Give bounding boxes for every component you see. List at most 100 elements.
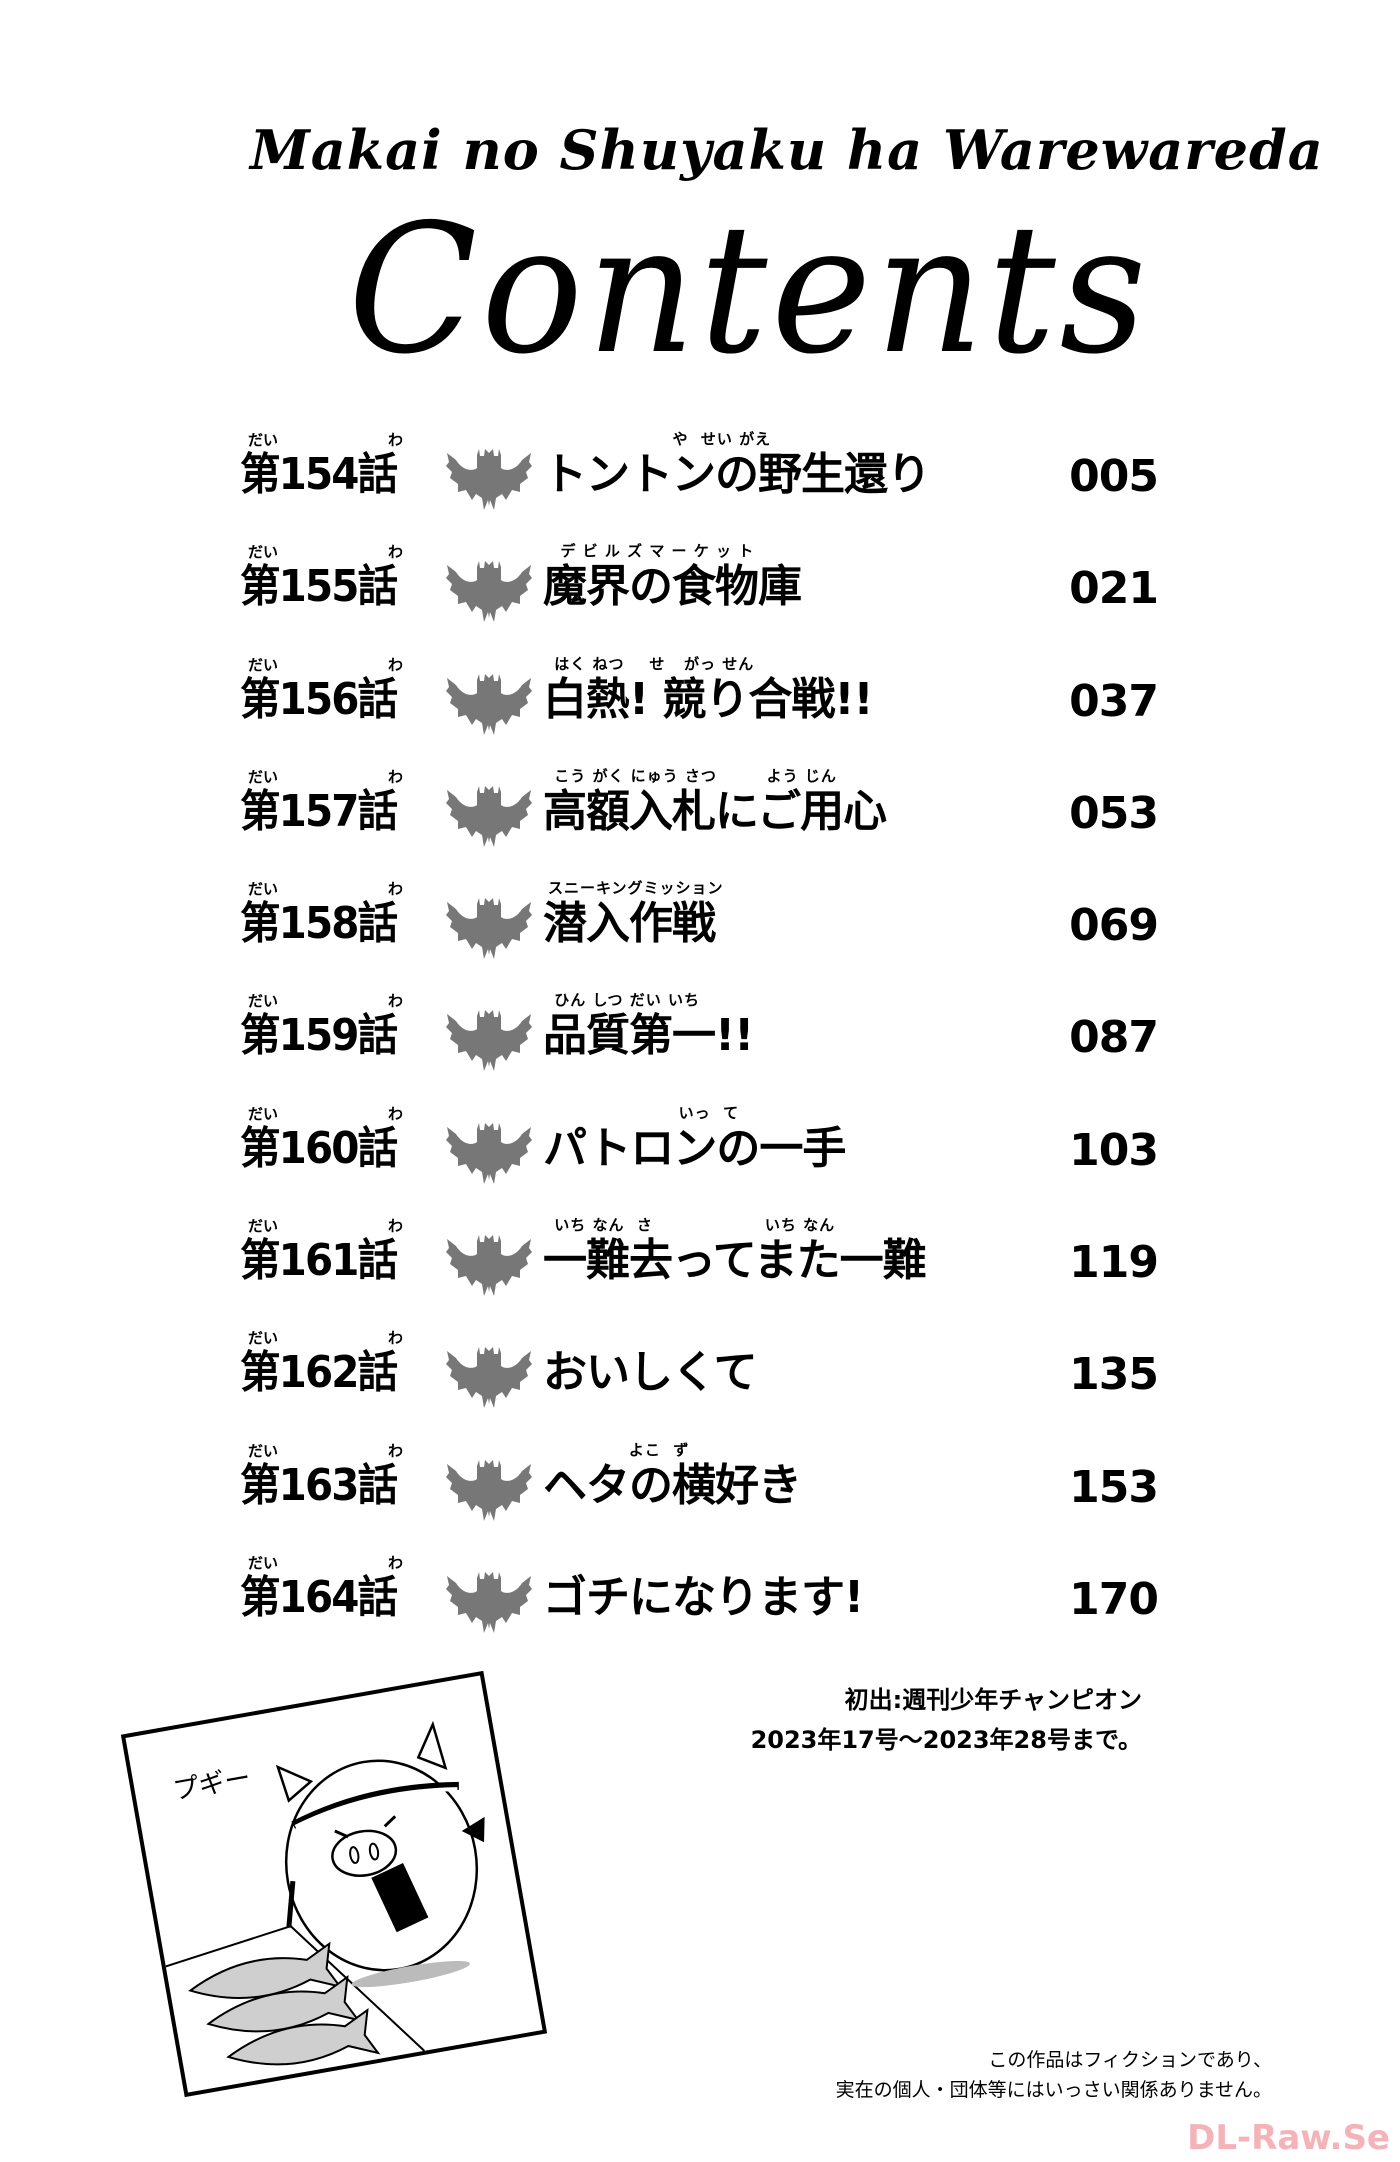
toc-entry[interactable]: だい わ 第154話 や せい がえ トントンの野生還り 005 bbox=[238, 420, 1159, 532]
chapter-suffix-ruby: わ bbox=[388, 1553, 404, 1572]
chapter-title: 潜入作戦 bbox=[543, 898, 716, 950]
toc-entry[interactable]: だい わ 第163話 よこ ず ヘタの横好き 153 bbox=[238, 1431, 1159, 1543]
page-number: 103 bbox=[1069, 1124, 1159, 1176]
page-number: 135 bbox=[1069, 1349, 1159, 1401]
bat-icon bbox=[446, 1459, 532, 1521]
chapter-prefix-ruby: だい bbox=[248, 767, 279, 786]
title-ruby: や せい がえ bbox=[548, 430, 772, 448]
chapter-title: トントンの野生還り bbox=[543, 449, 931, 500]
chapter-title: 一難去ってまた一難 bbox=[543, 1235, 927, 1287]
toc-entry[interactable]: だい わ 第158話 スニーキングミッション 潜入作戦 069 bbox=[238, 869, 1159, 981]
bat-icon bbox=[446, 1571, 532, 1633]
title-ruby: よこ ず bbox=[548, 1440, 690, 1459]
chapter-suffix-ruby: わ bbox=[388, 767, 404, 786]
chapter-number: 第158話 bbox=[240, 898, 398, 950]
page-number: 005 bbox=[1069, 451, 1159, 502]
toc-entry[interactable]: だい わ 第164話 ゴチになります! 170 bbox=[238, 1543, 1159, 1655]
chapter-title: 白熱! 競り合戦!! bbox=[543, 673, 874, 725]
watermark: DL-Raw.Se bbox=[1187, 2118, 1390, 2158]
page-number: 021 bbox=[1069, 563, 1159, 615]
page-number: 153 bbox=[1069, 1461, 1159, 1513]
fiction-disclaimer: この作品はフィクションであり、 実在の個人・団体等にはいっさい関係ありません。 bbox=[836, 2045, 1272, 2105]
title-ruby: いっ て bbox=[548, 1103, 740, 1122]
chapter-suffix-ruby: わ bbox=[388, 543, 404, 562]
toc-entry[interactable]: だい わ 第155話 デ ビ ル ズ マ ー ケ ッ ト 魔界の食物庫 021 bbox=[238, 532, 1159, 644]
chapter-number: 第164話 bbox=[240, 1571, 398, 1623]
pig-icon bbox=[275, 1720, 485, 1988]
chapter-prefix-ruby: だい bbox=[248, 1329, 279, 1348]
chapter-title: パトロンの一手 bbox=[543, 1122, 846, 1174]
title-ruby: はく ねつ せ がっ せん bbox=[548, 654, 755, 673]
toc-entry[interactable]: だい わ 第162話 おいしくて 135 bbox=[238, 1318, 1159, 1430]
disclaimer-line2: 実在の個人・団体等にはいっさい関係ありません。 bbox=[835, 2079, 1272, 2101]
toc-entry[interactable]: だい わ 第161話 いち なん さ いち なん 一難去ってまた一難 119 bbox=[238, 1206, 1159, 1318]
chapter-prefix-ruby: だい bbox=[248, 1104, 279, 1123]
chapter-suffix-ruby: わ bbox=[388, 992, 404, 1011]
page-number: 053 bbox=[1069, 787, 1159, 839]
chapter-suffix-ruby: わ bbox=[388, 1104, 404, 1123]
chapter-suffix-ruby: わ bbox=[388, 655, 404, 674]
chapter-title: 品質第一!! bbox=[543, 1010, 754, 1062]
chapter-prefix-ruby: だい bbox=[248, 1217, 279, 1236]
first-publication-line1: 初出:週刊少年チャンピオン bbox=[844, 1686, 1142, 1714]
title-ruby: デ ビ ル ズ マ ー ケ ッ ト bbox=[548, 542, 755, 561]
title-ruby: スニーキングミッション bbox=[548, 879, 724, 898]
chapter-prefix-ruby: だい bbox=[248, 1441, 279, 1460]
title-ruby: ひん しつ だい いち bbox=[548, 991, 700, 1010]
toc-entry[interactable]: だい わ 第160話 いっ て パトロンの一手 103 bbox=[238, 1094, 1159, 1206]
fish-icon bbox=[188, 1941, 381, 2066]
bat-icon bbox=[446, 449, 532, 510]
series-subtitle: Makai no Shuyaku ha Warewareda bbox=[250, 118, 1324, 182]
chapter-number: 第161話 bbox=[240, 1235, 398, 1287]
bat-icon bbox=[446, 673, 532, 735]
chapter-number: 第163話 bbox=[240, 1459, 398, 1511]
chapter-number: 第162話 bbox=[240, 1347, 398, 1399]
bat-icon bbox=[446, 785, 532, 847]
chapter-prefix-ruby: だい bbox=[248, 1553, 279, 1572]
page-number: 119 bbox=[1069, 1237, 1159, 1289]
chapter-suffix-ruby: わ bbox=[388, 1329, 404, 1348]
bat-icon bbox=[446, 898, 532, 960]
chapter-prefix-ruby: だい bbox=[248, 543, 279, 562]
chapter-title: ヘタの横好き bbox=[543, 1459, 802, 1511]
first-publication-note: 初出:週刊少年チャンピオン 2023年17号～2023年28号まで。 bbox=[751, 1680, 1142, 1760]
bat-icon bbox=[446, 1010, 532, 1072]
bat-icon bbox=[446, 561, 532, 623]
pig-and-fish-drawing bbox=[165, 1720, 485, 2066]
chapter-title: 高額入札にご用心 bbox=[543, 785, 887, 837]
chapter-suffix-ruby: わ bbox=[388, 880, 404, 899]
page-number: 170 bbox=[1069, 1573, 1159, 1625]
chapter-suffix-ruby: わ bbox=[388, 1217, 404, 1236]
bat-icon bbox=[446, 1122, 532, 1184]
page-number: 037 bbox=[1069, 675, 1159, 727]
page-number: 069 bbox=[1069, 900, 1159, 952]
contents-heading: Contents bbox=[348, 186, 1151, 393]
toc-entry[interactable]: だい わ 第157話 こう がく にゅう さつ よう じん 高額入札にご用心 0… bbox=[238, 757, 1159, 869]
illustration-panel: プギー bbox=[120, 1670, 548, 2098]
chapter-prefix-ruby: だい bbox=[248, 655, 279, 674]
toc-entry[interactable]: だい わ 第159話 ひん しつ だい いち 品質第一!! 087 bbox=[238, 981, 1159, 1093]
chapter-number: 第160話 bbox=[240, 1122, 398, 1174]
chapter-number: 第154話 bbox=[240, 449, 398, 500]
disclaimer-line1: この作品はフィクションであり、 bbox=[988, 2049, 1272, 2071]
table-of-contents: だい わ 第154話 や せい がえ トントンの野生還り 005 だい わ 第1… bbox=[238, 420, 1159, 1655]
bat-icon bbox=[446, 1347, 532, 1409]
page-number: 087 bbox=[1069, 1012, 1159, 1064]
first-publication-line2: 2023年17号～2023年28号まで。 bbox=[750, 1726, 1142, 1754]
chapter-title: ゴチになります! bbox=[543, 1571, 864, 1623]
chapter-number: 第155話 bbox=[240, 561, 398, 613]
title-ruby: いち なん さ いち なん bbox=[548, 1216, 836, 1235]
toc-entry[interactable]: だい わ 第156話 はく ねつ せ がっ せん 白熱! 競り合戦!! 037 bbox=[238, 645, 1159, 757]
chapter-title: おいしくて bbox=[543, 1347, 758, 1399]
chapter-title: 魔界の食物庫 bbox=[543, 561, 802, 613]
chapter-prefix-ruby: だい bbox=[248, 431, 279, 449]
chapter-prefix-ruby: だい bbox=[248, 992, 279, 1011]
chapter-prefix-ruby: だい bbox=[248, 880, 279, 899]
chapter-suffix-ruby: わ bbox=[388, 431, 404, 449]
chapter-number: 第159話 bbox=[240, 1010, 398, 1062]
chapter-number: 第157話 bbox=[240, 785, 398, 837]
chapter-suffix-ruby: わ bbox=[388, 1441, 404, 1460]
title-ruby: こう がく にゅう さつ よう じん bbox=[548, 766, 837, 785]
bat-icon bbox=[446, 1235, 532, 1297]
chapter-number: 第156話 bbox=[240, 673, 398, 725]
